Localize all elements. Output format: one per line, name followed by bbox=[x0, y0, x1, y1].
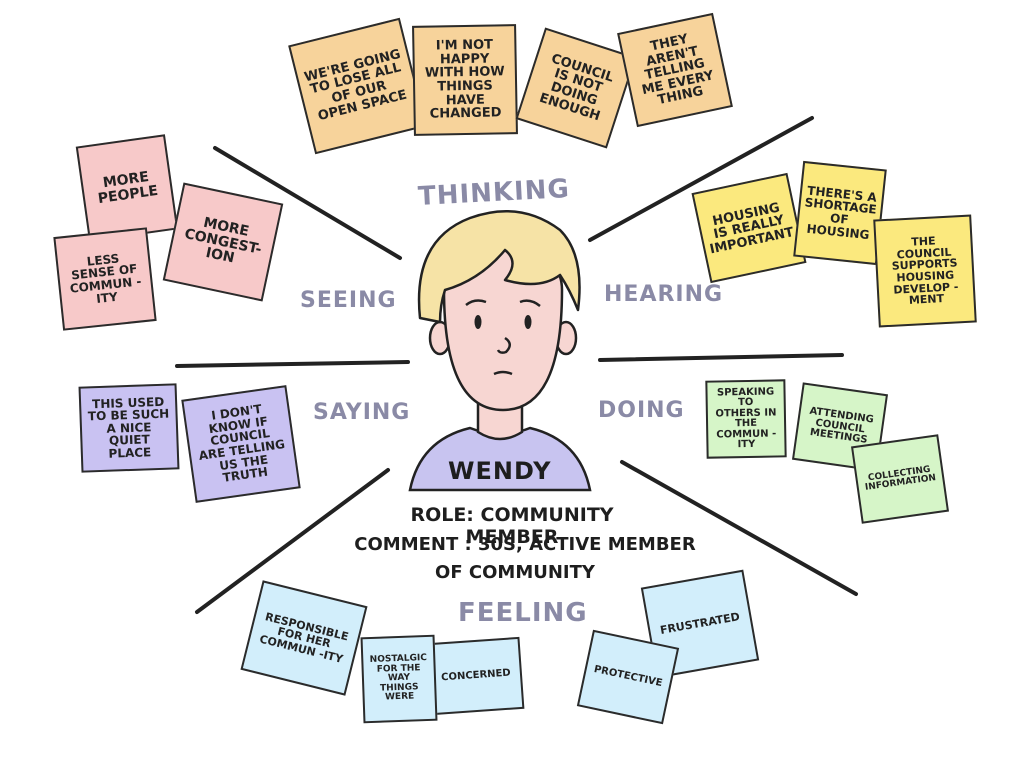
sticky-note-saying: I DON'T KNOW IF COUNCIL ARE TELLING US T… bbox=[181, 385, 301, 503]
label-seeing: SEEING bbox=[300, 288, 397, 313]
sticky-note-text: COUNCIL IS NOT DOING ENOUGH bbox=[537, 51, 616, 125]
sticky-note-text: MORE CONGEST- ION bbox=[183, 214, 264, 267]
persona-illustration bbox=[408, 210, 592, 492]
persona-eye-right bbox=[524, 315, 532, 329]
persona-nose bbox=[496, 336, 511, 354]
divider-thinking-seeing bbox=[213, 146, 402, 260]
label-hearing: HEARING bbox=[604, 282, 724, 307]
sticky-note-feeling: CONCERNED bbox=[427, 636, 525, 716]
persona-hair bbox=[417, 210, 581, 324]
sticky-note-thinking: I'M NOT HAPPY WITH HOW THINGS HAVE CHANG… bbox=[412, 24, 518, 136]
sticky-note-text: THIS USED TO BE SUCH A NICE QUIET PLACE bbox=[87, 394, 170, 461]
persona-eye-left bbox=[474, 315, 482, 329]
sticky-note-thinking: THEY AREN'T TELLING ME EVERY THING bbox=[617, 12, 733, 128]
divider-seeing-saying bbox=[175, 360, 410, 368]
divider-saying-feeling bbox=[195, 468, 390, 614]
sticky-note-text: THEY AREN'T TELLING ME EVERY THING bbox=[640, 31, 715, 109]
sticky-note-text: NOSTALGIC FOR THE WAY THINGS WERE bbox=[369, 653, 428, 703]
divider-doing-feeling bbox=[620, 460, 858, 596]
sticky-note-text: WE'RE GOING TO LOSE ALL OF OUR OPEN SPAC… bbox=[302, 46, 409, 124]
sticky-note-text: ATTENDING COUNCIL MEETINGS bbox=[808, 405, 875, 447]
sticky-note-text: HOUSING IS REALLY IMPORTANT bbox=[708, 199, 796, 258]
persona-role: ROLE: COMMUNITY MEMBER bbox=[410, 504, 614, 548]
sticky-note-hearing: THE COUNCIL SUPPORTS HOUSING DEVELOP -ME… bbox=[873, 214, 977, 328]
label-doing: DOING bbox=[598, 398, 685, 423]
sticky-note-text: MORE PEOPLE bbox=[96, 169, 160, 208]
persona-comment-continued: OF COMMUNITY bbox=[435, 562, 595, 583]
sticky-note-seeing: LESS SENSE OF COMMUN -ITY bbox=[53, 227, 157, 331]
persona-mouth bbox=[493, 370, 513, 376]
sticky-note-feeling: NOSTALGIC FOR THE WAY THINGS WERE bbox=[360, 634, 438, 724]
sticky-note-doing: SPEAKING TO OTHERS IN THE COMMUN -ITY bbox=[705, 379, 787, 459]
sticky-note-text: THERE'S A SHORTAGE OF HOUSING bbox=[804, 183, 878, 242]
persona-brow-right bbox=[519, 299, 541, 307]
persona-comment: COMMENT : 30s, ACTIVE MEMBER bbox=[354, 534, 696, 555]
sticky-note-text: SPEAKING TO OTHERS IN THE COMMUN -ITY bbox=[715, 386, 777, 451]
sticky-note-text: FRUSTRATED bbox=[659, 610, 741, 638]
persona-brow-left bbox=[465, 299, 487, 307]
sticky-note-text: I'M NOT HAPPY WITH HOW THINGS HAVE CHANG… bbox=[424, 37, 505, 122]
sticky-note-text: CONCERNED bbox=[440, 667, 512, 684]
sticky-note-doing: COLLECTING INFORMATION bbox=[851, 434, 949, 524]
sticky-note-text: I DON'T KNOW IF COUNCIL ARE TELLING US T… bbox=[197, 402, 286, 485]
sticky-note-saying: THIS USED TO BE SUCH A NICE QUIET PLACE bbox=[78, 383, 180, 473]
sticky-note-hearing: THERE'S A SHORTAGE OF HOUSING bbox=[793, 160, 887, 266]
persona-name: WENDY bbox=[448, 457, 552, 485]
label-saying: SAYING bbox=[313, 400, 411, 425]
sticky-note-seeing: MORE CONGEST- ION bbox=[162, 182, 284, 302]
sticky-note-text: LESS SENSE OF COMMUN -ITY bbox=[69, 251, 143, 306]
label-feeling: FEELING bbox=[458, 598, 588, 628]
sticky-note-text: COLLECTING INFORMATION bbox=[864, 464, 937, 493]
sticky-note-text: PROTECTIVE bbox=[592, 663, 664, 689]
sticky-note-text: THE COUNCIL SUPPORTS HOUSING DEVELOP -ME… bbox=[891, 234, 959, 307]
divider-hearing-doing bbox=[598, 353, 844, 362]
divider-thinking-hearing bbox=[588, 116, 814, 242]
sticky-note-text: RESPONSIBLE FOR HER COMMUN -ITY bbox=[258, 609, 350, 666]
sticky-note-seeing: MORE PEOPLE bbox=[75, 134, 179, 242]
